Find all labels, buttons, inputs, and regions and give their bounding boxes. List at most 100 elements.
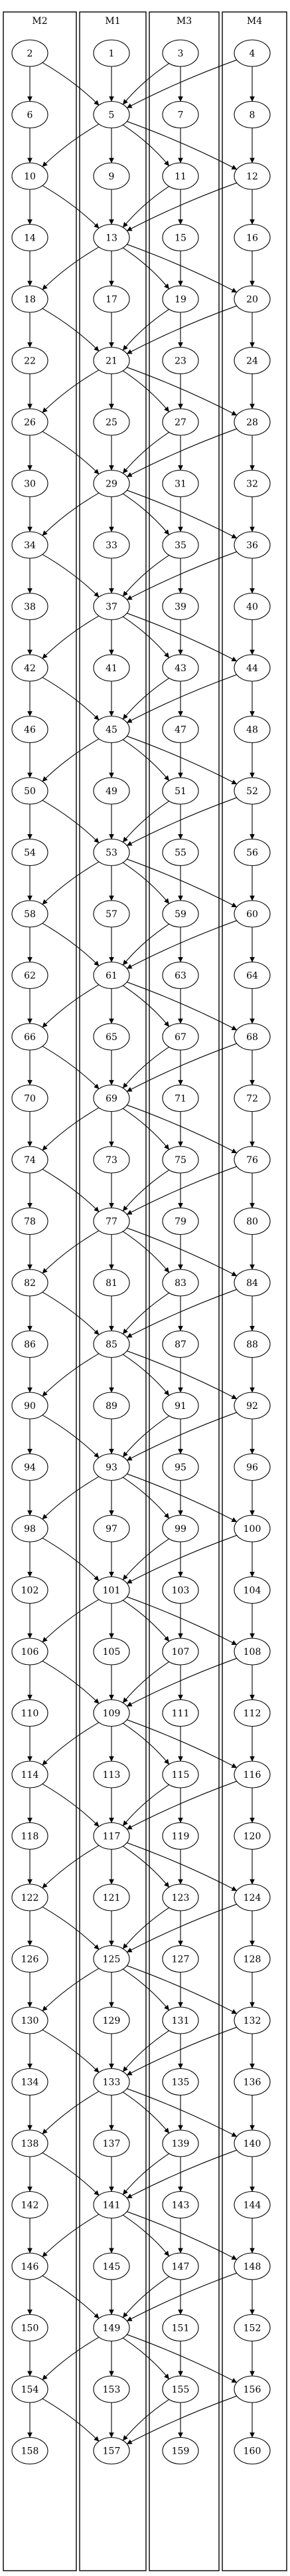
edge-85-92 — [127, 1350, 238, 1400]
node-label: 30 — [24, 479, 36, 490]
node-ellipse — [93, 100, 130, 129]
node-160: 160 — [234, 2436, 271, 2465]
node-ellipse — [162, 1084, 199, 1113]
node-ellipse — [162, 1453, 199, 1481]
node-label: 95 — [175, 1463, 186, 1473]
edge-21-27 — [122, 370, 170, 412]
edge-37-43 — [122, 616, 170, 658]
edge-50-53 — [42, 800, 100, 843]
edge-37-42 — [42, 615, 100, 659]
node-label: 52 — [246, 786, 258, 797]
node-ellipse — [162, 1023, 199, 1051]
node-ellipse — [162, 777, 199, 805]
edge-53-58 — [42, 861, 100, 905]
node-label: 57 — [106, 909, 117, 920]
edge-35-37 — [122, 554, 170, 597]
node-label: 47 — [175, 725, 186, 736]
node-label: 67 — [175, 1032, 186, 1043]
node-label: 117 — [103, 1832, 121, 1842]
node-139: 139 — [162, 2129, 199, 2157]
node-ellipse — [234, 1515, 271, 1543]
node-39: 39 — [162, 592, 199, 621]
node-155: 155 — [162, 2375, 199, 2403]
node-label: 113 — [103, 1770, 121, 1780]
node-label: 61 — [106, 971, 117, 982]
edge-77-82 — [42, 1230, 100, 1274]
node-label: 99 — [175, 1524, 186, 1535]
node-label: 56 — [246, 848, 258, 859]
edge-11-13 — [122, 185, 170, 228]
node-label: 60 — [246, 909, 258, 920]
node-57: 57 — [93, 900, 130, 928]
lane-label-m1: M1 — [105, 16, 120, 27]
node-ellipse — [162, 531, 199, 559]
node-ellipse — [162, 2375, 199, 2403]
node-ellipse — [162, 223, 199, 252]
node-ellipse — [234, 1269, 271, 1297]
node-42: 42 — [11, 654, 48, 682]
node-label: 160 — [244, 2446, 261, 2457]
node-ellipse — [162, 654, 199, 682]
node-138: 138 — [11, 2129, 48, 2157]
edge-107-109 — [122, 1661, 170, 1703]
edge-147-149 — [122, 2276, 170, 2318]
node-ellipse — [234, 39, 271, 67]
node-65: 65 — [93, 1023, 130, 1051]
node-5: 5 — [93, 100, 130, 129]
node-ellipse — [11, 285, 48, 313]
node-ellipse — [93, 223, 130, 252]
node-145: 145 — [93, 2252, 130, 2280]
node-ellipse — [162, 2068, 199, 2096]
node-98: 98 — [11, 1515, 48, 1543]
node-ellipse — [234, 346, 271, 375]
edge-18-21 — [42, 308, 100, 352]
node-label: 97 — [106, 1524, 117, 1535]
node-ellipse — [11, 715, 48, 744]
node-label: 129 — [103, 2016, 121, 2026]
lane-label-m3: M3 — [177, 16, 192, 27]
node-118: 118 — [11, 1822, 48, 1850]
node-ellipse — [11, 1822, 48, 1850]
node-ellipse — [234, 1576, 271, 1604]
node-ellipse — [93, 346, 130, 375]
node-48: 48 — [234, 715, 271, 744]
node-ellipse — [234, 2313, 271, 2342]
edge-59-61 — [122, 923, 170, 966]
node-141: 141 — [93, 2191, 130, 2219]
node-ellipse — [93, 408, 130, 436]
node-label: 31 — [175, 479, 186, 490]
node-72: 72 — [234, 1084, 271, 1113]
edge-138-141 — [42, 2152, 100, 2196]
node-31: 31 — [162, 469, 199, 498]
node-17: 17 — [93, 285, 130, 313]
edge-92-93 — [126, 1412, 237, 1461]
node-ellipse — [162, 100, 199, 129]
node-label: 7 — [178, 110, 184, 121]
node-ellipse — [234, 1392, 271, 1420]
node-label: 156 — [244, 2385, 261, 2395]
node-label: 85 — [106, 1340, 117, 1350]
node-ellipse — [93, 2313, 130, 2342]
node-label: 3 — [178, 49, 184, 59]
node-ellipse — [234, 2375, 271, 2403]
node-ellipse — [234, 1945, 271, 1973]
node-24: 24 — [234, 346, 271, 375]
node-ellipse — [162, 1146, 199, 1174]
node-ellipse — [234, 1761, 271, 1788]
node-ellipse — [234, 2252, 271, 2280]
node-label: 55 — [175, 848, 186, 859]
node-94: 94 — [11, 1453, 48, 1481]
edge-141-146 — [42, 2214, 100, 2258]
node-64: 64 — [234, 961, 271, 990]
node-ellipse — [11, 469, 48, 498]
node-label: 104 — [244, 1586, 261, 1596]
node-ellipse — [234, 1146, 271, 1174]
node-137: 137 — [93, 2129, 130, 2157]
node-ellipse — [93, 654, 130, 682]
node-28: 28 — [234, 408, 271, 436]
edge-61-66 — [42, 984, 100, 1028]
node-label: 121 — [103, 1893, 121, 1903]
node-ellipse — [234, 654, 271, 682]
node-ellipse — [93, 1515, 130, 1543]
edge-29-34 — [42, 492, 100, 536]
